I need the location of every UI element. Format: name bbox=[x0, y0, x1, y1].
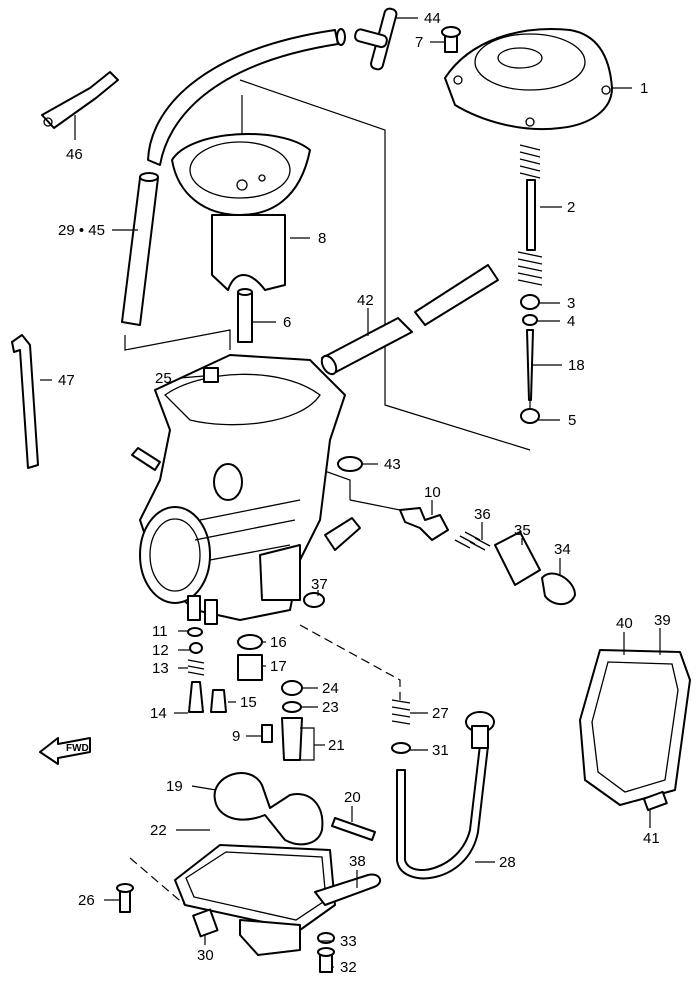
label-29-45: 29 • 45 bbox=[58, 222, 105, 239]
label-43: 43 bbox=[384, 456, 401, 473]
bracket-46 bbox=[41, 71, 119, 129]
label-25: 25 bbox=[155, 370, 172, 387]
label-44: 44 bbox=[424, 10, 441, 27]
o-ring-43 bbox=[337, 456, 363, 472]
label-9: 9 bbox=[232, 728, 240, 745]
tee-fitting-44 bbox=[354, 7, 398, 71]
label-28: 28 bbox=[499, 854, 516, 871]
label-34: 34 bbox=[554, 541, 571, 558]
fwd-label: FWD bbox=[66, 743, 89, 754]
fwd-arrow-icon: FWD bbox=[39, 737, 91, 765]
plug-37 bbox=[303, 592, 325, 608]
label-40: 40 bbox=[616, 615, 633, 632]
screw-7 bbox=[441, 26, 461, 53]
label-10: 10 bbox=[424, 484, 441, 501]
label-32: 32 bbox=[340, 959, 357, 976]
label-27: 27 bbox=[432, 705, 449, 722]
label-22: 22 bbox=[150, 822, 167, 839]
needle-parts bbox=[520, 294, 540, 424]
label-12: 12 bbox=[152, 642, 169, 659]
label-5: 5 bbox=[568, 412, 576, 429]
label-38: 38 bbox=[349, 853, 366, 870]
label-31: 31 bbox=[432, 742, 449, 759]
label-15: 15 bbox=[240, 694, 257, 711]
throttle-cable-28 bbox=[396, 711, 495, 880]
part-labels: 44 7 1 2 8 3 4 18 5 6 42 25 43 10 36 35 … bbox=[58, 10, 671, 976]
small-parts-left bbox=[187, 627, 303, 761]
label-36: 36 bbox=[474, 506, 491, 523]
label-35: 35 bbox=[514, 522, 531, 539]
label-24: 24 bbox=[322, 680, 339, 697]
tube-42 bbox=[320, 264, 499, 376]
label-39: 39 bbox=[654, 612, 671, 629]
cover-39-40 bbox=[579, 649, 691, 806]
needle-jet-6 bbox=[237, 288, 253, 343]
label-16: 16 bbox=[270, 634, 287, 651]
label-23: 23 bbox=[322, 699, 339, 716]
screw-41 bbox=[642, 790, 668, 811]
label-8: 8 bbox=[318, 230, 326, 247]
label-6: 6 bbox=[283, 314, 291, 331]
jet-25 bbox=[203, 367, 219, 383]
label-7: 7 bbox=[415, 34, 423, 51]
label-42: 42 bbox=[357, 292, 374, 309]
label-37: 37 bbox=[311, 576, 328, 593]
label-41: 41 bbox=[643, 830, 660, 847]
top-cap-1 bbox=[444, 28, 613, 131]
label-13: 13 bbox=[152, 660, 169, 677]
float-bowl-assembly bbox=[116, 772, 382, 973]
label-leaders bbox=[40, 17, 661, 968]
label-18: 18 bbox=[568, 357, 585, 374]
label-14: 14 bbox=[150, 705, 167, 722]
hose-29-45 bbox=[121, 28, 346, 326]
starter-plunger-group bbox=[399, 507, 576, 606]
label-47: 47 bbox=[58, 372, 75, 389]
carburetor-body bbox=[131, 354, 361, 625]
label-11: 11 bbox=[152, 623, 168, 640]
label-19: 19 bbox=[166, 778, 183, 795]
tube-clip-47 bbox=[11, 334, 39, 469]
spring-27-washer-31 bbox=[331, 699, 411, 841]
label-1: 1 bbox=[640, 80, 648, 97]
spring-2 bbox=[517, 144, 543, 286]
label-20: 20 bbox=[344, 789, 361, 806]
label-3: 3 bbox=[567, 295, 575, 312]
diaphragm-piston-8 bbox=[171, 133, 311, 291]
label-21: 21 bbox=[328, 737, 345, 754]
label-46: 46 bbox=[66, 146, 83, 163]
label-17: 17 bbox=[270, 658, 287, 675]
label-4: 4 bbox=[567, 313, 575, 330]
label-33: 33 bbox=[340, 933, 357, 950]
label-2: 2 bbox=[567, 199, 575, 216]
label-30: 30 bbox=[197, 947, 214, 964]
label-26: 26 bbox=[78, 892, 95, 909]
